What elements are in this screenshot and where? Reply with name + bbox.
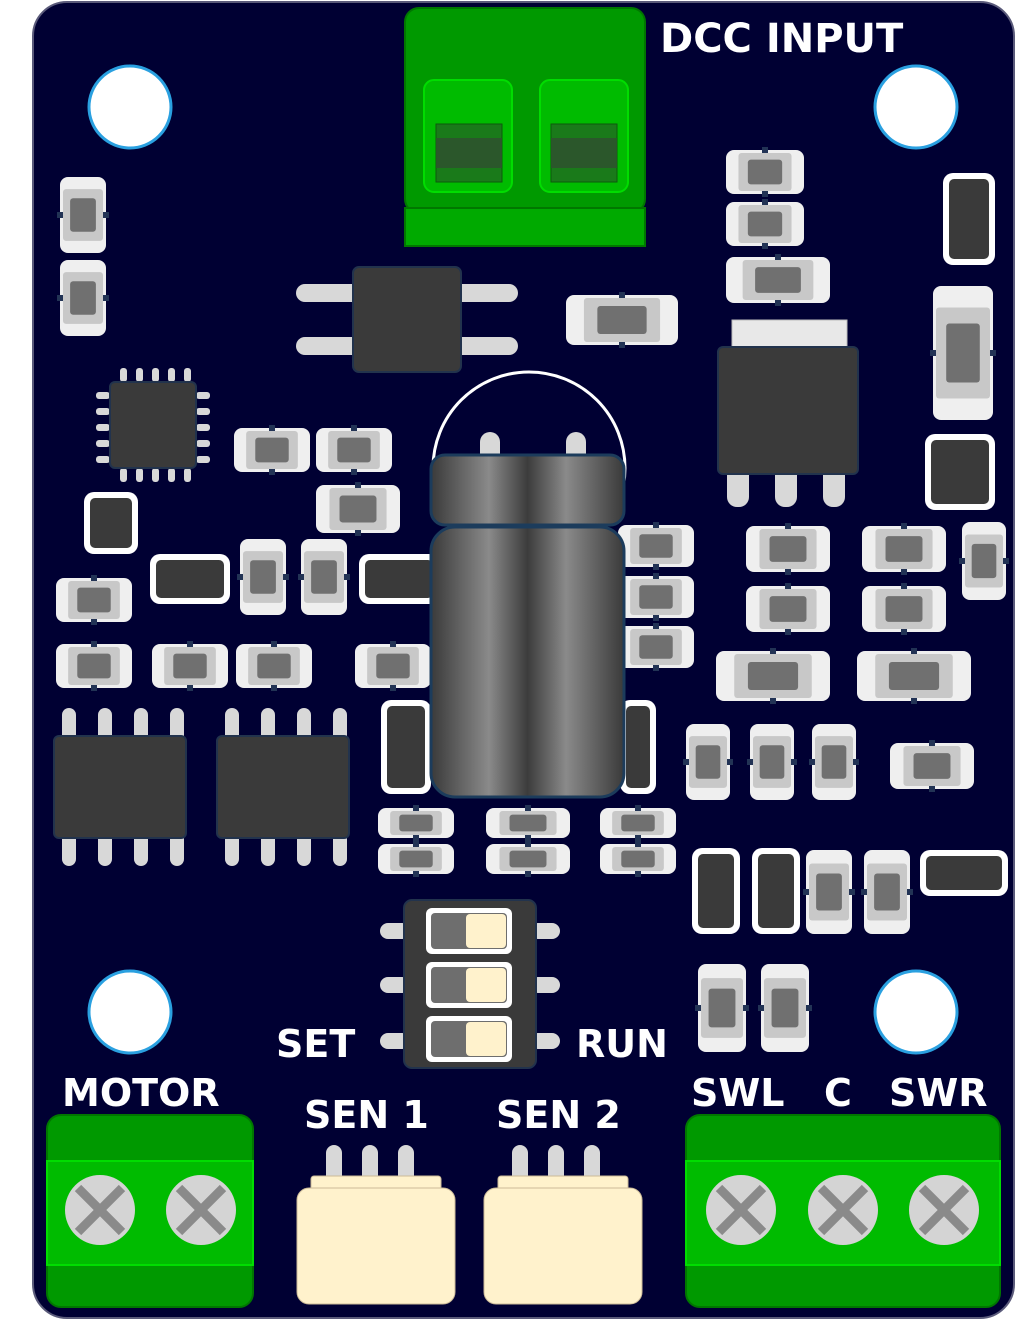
jst-connector [296,1145,456,1305]
sensor-connectors [296,1145,643,1305]
soic-8-chip [216,708,350,866]
screw-icon [166,1175,236,1245]
smd-resistor [316,425,392,475]
label-motor: MOTOR [62,1071,220,1115]
bridge-rectifier [296,266,518,373]
smd-resistor [378,841,454,877]
smd-resistor [695,964,749,1052]
smd-capacitor [620,700,656,794]
smd-resistor [618,623,694,671]
smd-resistor [57,177,109,253]
microcontroller-qfn [96,368,210,482]
smd-resistor [930,286,996,420]
voltage-regulator [717,319,859,507]
motor-terminal [46,1114,254,1308]
smd-resistor [747,724,797,800]
dip-switch [380,899,560,1069]
smd-resistor [618,573,694,621]
screw-icon [808,1175,878,1245]
smd-capacitor [381,700,431,794]
smd-resistor [152,641,228,691]
dcc-input-terminal [404,7,646,247]
smd-resistor [237,539,289,615]
screw-icon [706,1175,776,1245]
smd-resistor [862,583,946,635]
mounting-hole-top-right [873,64,959,150]
smd-capacitor [692,848,740,934]
label-dcc-input: DCC INPUT [660,16,904,62]
smd-capacitor [943,173,995,265]
smd-resistor [746,583,830,635]
dip-switch-toggle [426,962,512,1008]
smd-resistor [862,523,946,575]
smd-resistor [57,260,109,336]
jst-connector [483,1145,643,1305]
smd-capacitor [359,554,439,604]
smd-resistor [56,575,132,625]
smd-resistor [683,724,733,800]
smd-resistor [959,522,1009,600]
smd-components [56,147,1009,1052]
smd-resistor [355,641,431,691]
smd-capacitor [84,492,138,554]
label-swl: SWL [691,1071,785,1115]
smd-resistor [600,805,676,841]
smd-resistor [618,522,694,570]
smd-resistor [234,425,310,475]
mounting-hole-bottom-left [87,969,173,1055]
smd-capacitor [150,554,230,604]
mounting-holes [87,64,959,1055]
smd-resistor [746,523,830,575]
smd-resistor [600,841,676,877]
label-run: RUN [576,1022,668,1066]
electrolytic-capacitor [429,453,626,799]
smd-resistor [861,850,913,934]
smd-capacitor [752,848,800,934]
mounting-hole-bottom-right [873,969,959,1055]
label-c: C [824,1071,852,1115]
smd-resistor [857,648,971,704]
smd-resistor [298,539,350,615]
dip-switch-toggle [426,1016,512,1062]
screw-icon [909,1175,979,1245]
smd-resistor [486,841,570,877]
smd-resistor [809,724,859,800]
smd-resistor [378,805,454,841]
screw-icon [65,1175,135,1245]
smd-resistor [236,641,312,691]
smd-resistor [890,740,974,792]
smd-resistor [803,850,855,934]
screw-terminals [46,1114,1001,1308]
smd-resistor [726,147,804,197]
silkscreen-labels: DCC INPUT SET RUN MOTOR SEN 1 SEN 2 SWL … [62,16,988,1137]
smd-resistor [758,964,812,1052]
smd-resistor [716,648,830,704]
mounting-hole-top-left [87,64,173,150]
switch-terminal [685,1114,1001,1308]
smd-capacitor [925,434,995,510]
smd-capacitor [920,850,1008,896]
label-swr: SWR [889,1071,988,1115]
smd-resistor [726,199,804,249]
label-sen2: SEN 2 [496,1093,621,1137]
smd-resistor [726,254,830,306]
soic-8-chip [53,708,187,866]
dip-switch-toggle [426,908,512,954]
label-sen1: SEN 1 [304,1093,429,1137]
smd-resistor [316,482,400,536]
motor-driver-chips [53,708,350,866]
smd-resistor [56,641,132,691]
smd-resistor [566,292,678,348]
label-set: SET [276,1022,355,1066]
smd-resistor [486,805,570,841]
